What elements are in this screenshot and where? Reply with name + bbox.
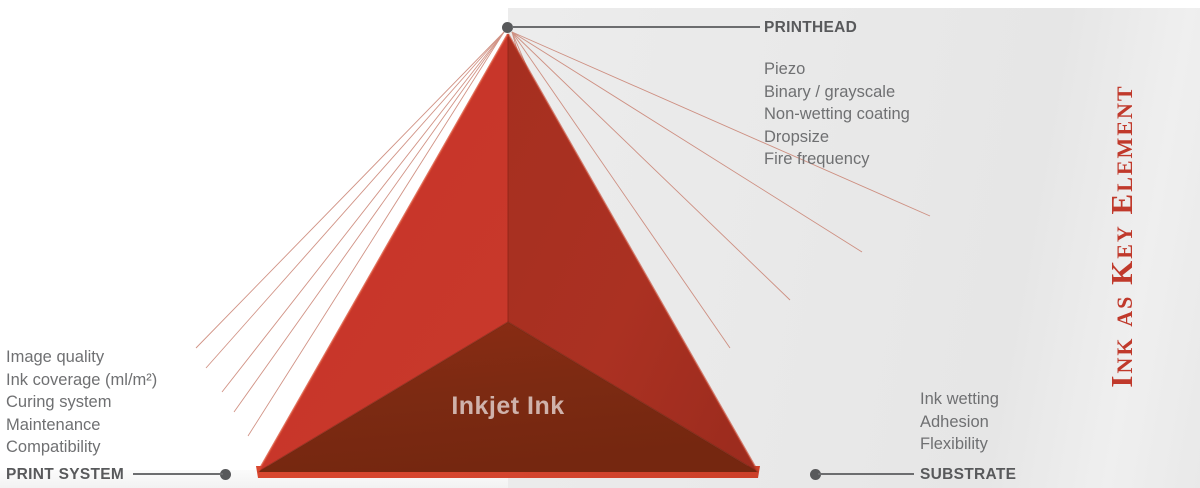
print-system-list: Image quality Ink coverage (ml/m²) Curin… <box>6 346 157 459</box>
list-item: Binary / grayscale <box>764 82 896 101</box>
substrate-title: SUBSTRATE <box>920 466 1017 483</box>
printhead-title: PRINTHEAD <box>764 19 858 36</box>
list-item: Maintenance <box>6 415 101 434</box>
list-item: Ink wetting <box>920 390 999 408</box>
list-item: Ink coverage (ml/m²) <box>6 370 158 389</box>
list-item: Flexibility <box>920 435 988 453</box>
connector-line-print-system <box>133 473 223 475</box>
connector-line-substrate <box>818 473 914 475</box>
list-item: Fire frequency <box>764 150 870 168</box>
side-banner-text: Ink as Key Element <box>1104 84 1139 388</box>
list-item: Piezo <box>764 60 806 78</box>
printhead-list: Piezo Binary / grayscale Non-wetting coa… <box>764 58 910 171</box>
list-item: Compatibility <box>6 438 101 456</box>
connector-dot-print-system <box>220 469 231 480</box>
list-item: Adhesion <box>920 412 989 431</box>
print-system-title: PRINT SYSTEM <box>6 466 125 483</box>
list-item: Non-wetting coating <box>764 105 910 123</box>
substrate-list: Ink wetting Adhesion Flexibility <box>920 388 999 456</box>
pyramid-center-label: Inkjet Ink <box>451 392 565 420</box>
list-item: Curing system <box>6 393 112 411</box>
list-item: Image quality <box>6 348 105 366</box>
connector-line-printhead <box>512 26 760 28</box>
fan-lines-left <box>195 31 505 437</box>
list-item: Dropsize <box>764 127 830 146</box>
connector-dot-printhead <box>502 22 513 33</box>
connector-dot-substrate <box>810 469 821 480</box>
